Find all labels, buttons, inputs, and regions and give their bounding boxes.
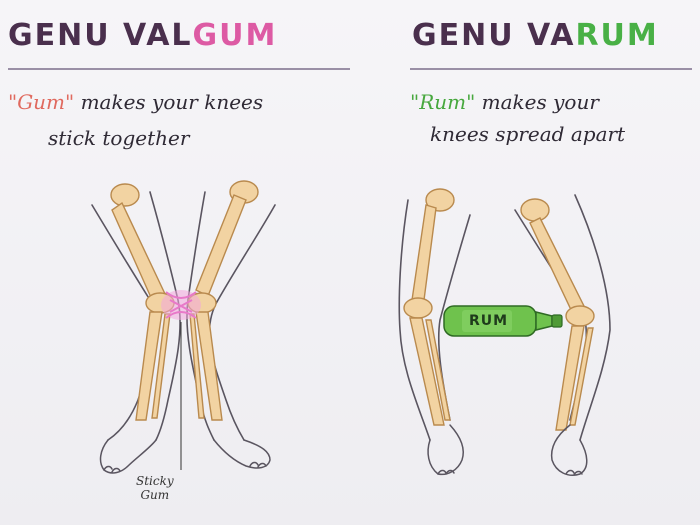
knock-knee-legs-illustration [91, 180, 276, 474]
sticky-gum [161, 290, 201, 320]
right-leg-bones [187, 180, 259, 421]
bottle-neck [535, 311, 553, 331]
left-foot [99, 439, 157, 474]
left-foot [427, 424, 464, 476]
right-knee-joint [565, 305, 595, 327]
right-foot [550, 424, 588, 476]
right-foot [213, 439, 271, 469]
right-femur-head [520, 198, 550, 222]
right-tibia [195, 311, 223, 421]
left-tibia [409, 317, 445, 426]
right-femur [195, 194, 247, 297]
bottle-cap [551, 314, 563, 328]
left-femur-head [425, 188, 455, 212]
sticky-label-line-2: Gum [140, 488, 170, 502]
title-underline [410, 68, 692, 70]
right-panel-feet [427, 424, 588, 476]
gum-keyword: "Gum" [8, 90, 75, 114]
genu-valgum-panel: GENU VALGUM "Gum" makes your knees stick… [8, 18, 350, 502]
rum-bottle [443, 305, 563, 337]
varum-caption-line-1: "Rum" makes your [410, 86, 599, 118]
bottle-label-area [462, 310, 512, 332]
right-tibia [555, 325, 585, 431]
caption-text: makes your knees [74, 90, 264, 114]
valgum-caption-line-2: stick together [48, 126, 190, 150]
sticky-label-line-1: Sticky [136, 474, 174, 488]
right-foot-toes [249, 461, 267, 468]
left-femur-head [110, 183, 140, 207]
title-text: GENU VAL [8, 18, 193, 53]
right-femur [529, 217, 586, 315]
left-leg-outline [398, 199, 431, 441]
left-leg-inner-outline [149, 191, 181, 441]
caption-text: makes your [475, 90, 599, 114]
right-leg-bones [520, 198, 595, 431]
right-fibula [569, 327, 594, 426]
genu-valgum-title: GENU VALGUM [8, 18, 277, 53]
left-femur [411, 204, 437, 301]
right-leg-outline [574, 194, 611, 441]
left-tibia [135, 311, 163, 421]
genu-varum-panel: GENU VARUM "Rum" makes your knees spread… [350, 0, 700, 525]
rum-keyword: "Rum" [410, 90, 476, 114]
title-text: GENU VA [412, 18, 576, 53]
left-fibula [425, 319, 451, 421]
title-highlight-rum: RUM [575, 18, 659, 53]
varum-caption-line-2: knees spread apart [430, 122, 626, 146]
left-knee-joint [403, 297, 433, 319]
left-leg-bones [403, 188, 455, 426]
rum-bottle-label: RUM [469, 313, 509, 329]
left-foot-toes [103, 465, 121, 473]
left-foot-toes [437, 469, 455, 475]
right-foot-toes [565, 469, 583, 476]
right-leg-inner-outline [186, 191, 215, 441]
title-highlight-gum: GUM [192, 18, 278, 53]
genu-varum-title: GENU VARUM [412, 18, 659, 53]
valgum-caption-line-1: "Gum" makes your knees [8, 86, 263, 118]
title-underline [8, 68, 350, 70]
left-panel-feet [99, 439, 271, 474]
